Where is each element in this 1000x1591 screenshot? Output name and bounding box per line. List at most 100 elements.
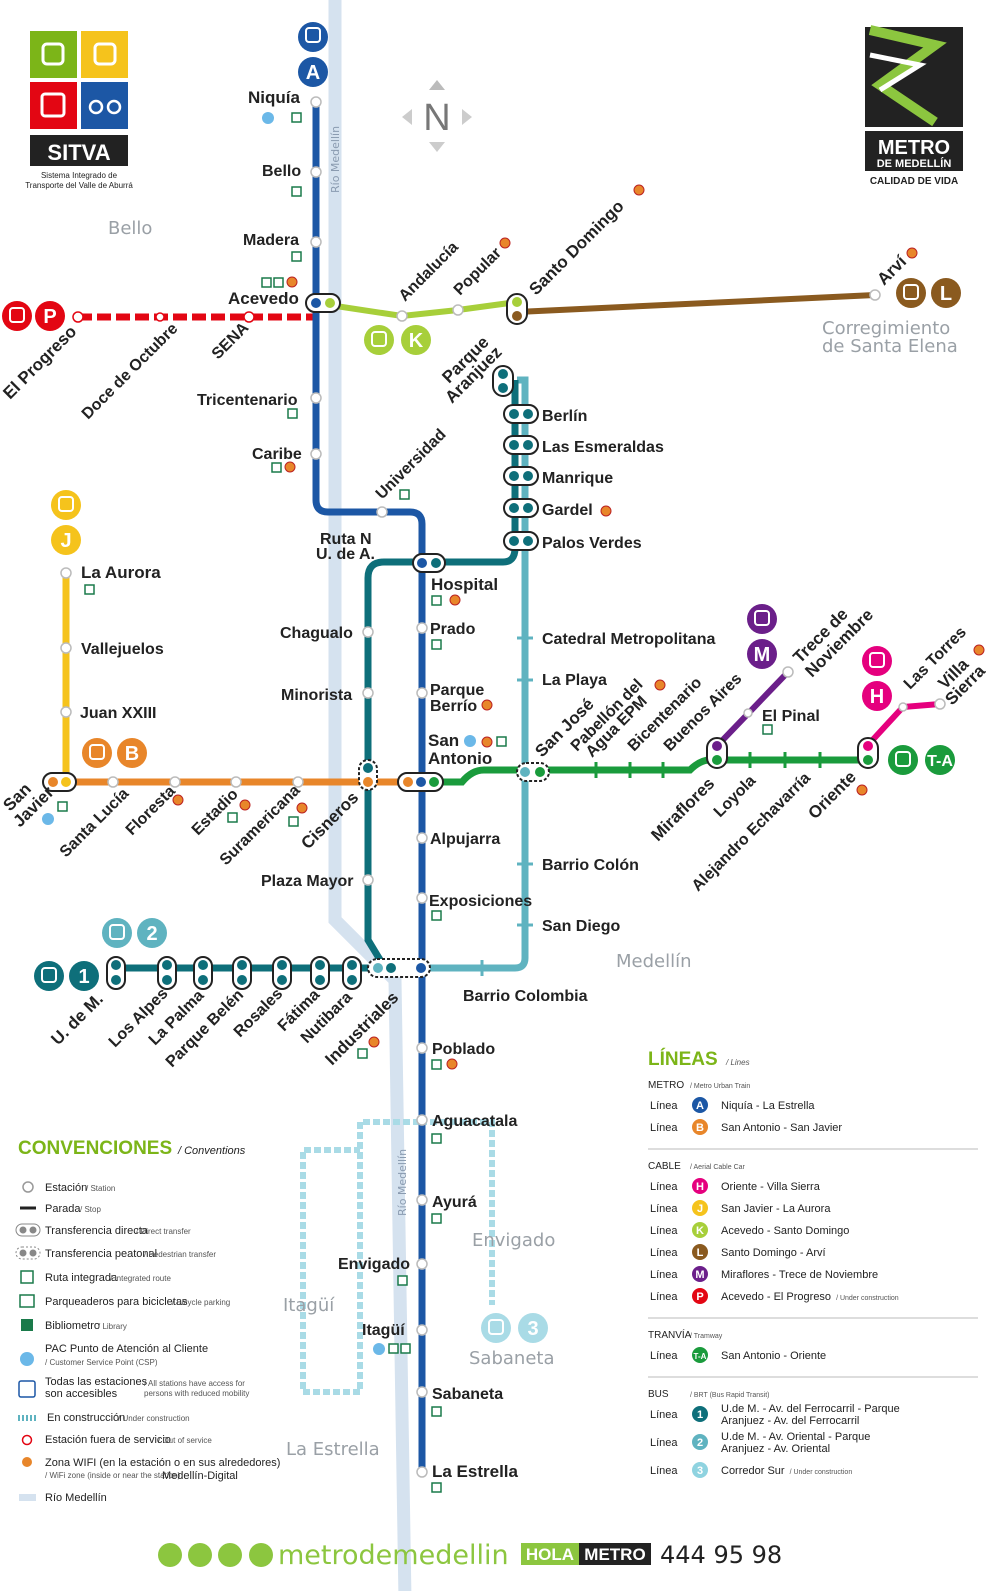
- conv-out-of-service: Estación fuera de servicio: [45, 1434, 171, 1446]
- conv-library: Bibliometro: [45, 1320, 100, 1332]
- station-el-pinal: El Pinal: [762, 708, 820, 725]
- legend-row-badge: [692, 1222, 708, 1238]
- legend-row-desc: San Antonio - San Javier: [721, 1122, 842, 1134]
- line-ta-route: [420, 756, 868, 786]
- station-andalucia: Andalucía: [396, 239, 462, 305]
- conv-pedestrian-transfer: Transferencia peatonal: [45, 1248, 157, 1260]
- station-san-antonio-1: San: [428, 731, 459, 750]
- legend-group-en: / Tramway: [690, 1333, 723, 1340]
- zone-santa-elena-2: de Santa Elena: [822, 336, 958, 357]
- station-sabaneta: Sabaneta: [432, 1386, 503, 1403]
- station-oriente: Oriente: [804, 767, 860, 823]
- conv-pedestrian-transfer-en: / Pedestrian transfer: [144, 1250, 216, 1259]
- conv-out-of-service-en: / Out of service: [158, 1436, 212, 1445]
- station-acevedo: Acevedo: [228, 289, 299, 308]
- station-plaza-mayor: Plaza Mayor: [261, 873, 353, 890]
- legend-row-desc: Corredor Sur: [721, 1465, 785, 1477]
- facebook-icon[interactable]: [218, 1543, 242, 1567]
- conv-integrated-route: Ruta integrada: [45, 1272, 118, 1284]
- station-juan-xxiii: Juan XXIII: [80, 705, 156, 722]
- badge-ta: T-A: [927, 753, 953, 770]
- legend-row-desc2: Aranjuez - Av. del Ferrocarril: [721, 1415, 859, 1427]
- badge-h: H: [870, 686, 884, 708]
- legend-row-word: Línea: [650, 1247, 678, 1259]
- lines-title-en: / Lines: [725, 1058, 750, 1067]
- badge-j: J: [60, 530, 71, 552]
- station-santa-lucia: Santa Lucía: [57, 785, 133, 861]
- line-l-route: [516, 292, 876, 315]
- zone-bello: Bello: [108, 218, 152, 239]
- legend-group-name: METRO: [648, 1080, 684, 1091]
- compass-icon: N: [402, 80, 472, 152]
- zone-itagui: Itagüí: [283, 1295, 335, 1316]
- station-bello: Bello: [262, 163, 301, 180]
- legend-row-desc: Acevedo - El Progreso: [721, 1291, 831, 1303]
- legend-row-badge: [692, 1462, 708, 1478]
- legend-row-word: Línea: [650, 1122, 678, 1134]
- sitva-logo: SITVA Sistema Integrado de Transporte de…: [25, 31, 133, 190]
- legend-row-badge: [692, 1244, 708, 1260]
- station-aguacatala: Aguacatala: [432, 1113, 517, 1130]
- badge-k: K: [409, 330, 424, 352]
- legend-row-desc: Niquía - La Estrella: [721, 1100, 815, 1112]
- station-niquia: Niquía: [248, 88, 300, 107]
- construction-ticks: [480, 636, 533, 976]
- conv-accessible-en: / All stations have access for: [144, 1379, 245, 1388]
- station-manrique: Manrique: [542, 470, 613, 487]
- badge-p: P: [43, 306, 56, 328]
- youtube-icon[interactable]: [188, 1543, 212, 1567]
- legend-row-word: Línea: [650, 1181, 678, 1193]
- station-dots: [60, 96, 946, 1478]
- station-la-estrella: La Estrella: [432, 1462, 519, 1481]
- legend-row-badge-label: 1: [697, 1409, 703, 1421]
- transfer-capsules: [42, 293, 879, 990]
- station-prado: Prado: [430, 621, 476, 638]
- station-caribe: Caribe: [252, 446, 302, 463]
- legend-group-name: TRANVÍA: [648, 1328, 692, 1341]
- legend-row-word: Línea: [650, 1350, 678, 1362]
- legend-row-badge-label: 3: [697, 1465, 703, 1477]
- metro-logo: METRO DE MEDELLÍN CALIDAD DE VIDA: [865, 25, 963, 187]
- conv-stop: Parada: [45, 1203, 81, 1215]
- legend-group-en: / Aerial Cable Car: [690, 1164, 746, 1171]
- station-exposiciones: Exposiciones: [429, 893, 532, 910]
- badge-m: M: [754, 644, 771, 666]
- river: Río Medellín Río Medellín: [328, 0, 412, 1591]
- legend-group-name: CABLE: [648, 1161, 681, 1172]
- station-santo-domingo: Santo Domingo: [525, 197, 627, 299]
- service-icons: [42, 112, 985, 1493]
- legend-row-badge-label: T-A: [694, 1352, 707, 1361]
- legend-row-note: / Under construction: [836, 1295, 899, 1302]
- conv-station: Estación: [45, 1182, 87, 1194]
- badge-bus3: 3: [527, 1318, 538, 1340]
- conv-stop-en: / Stop: [80, 1205, 101, 1214]
- tram-stops: [594, 752, 822, 778]
- conv-accessible-2: son accesibles: [45, 1388, 118, 1400]
- legend-row-desc: Oriente - Villa Sierra: [721, 1181, 821, 1193]
- badge-bus1: 1: [78, 966, 89, 988]
- legend-row-word: Línea: [650, 1291, 678, 1303]
- zone-sabaneta: Sabaneta: [469, 1348, 554, 1369]
- conventions-legend: CONVENCIONES / Conventions Estación / St…: [15, 1138, 280, 1504]
- footer-handle[interactable]: metrodemedellin: [278, 1540, 509, 1571]
- legend-row-word: Línea: [650, 1437, 678, 1449]
- river-label: Río Medellín: [396, 1149, 409, 1216]
- sitva-sub1: Sistema Integrado de: [41, 171, 118, 180]
- station-la-aurora: La Aurora: [81, 563, 161, 582]
- footer-phone[interactable]: 444 95 98: [660, 1541, 782, 1569]
- twitter-icon[interactable]: [158, 1543, 182, 1567]
- station-el-progreso: El Progreso: [0, 322, 80, 403]
- station-itagui: Itagüí: [362, 1322, 405, 1339]
- legend-row-badge-label: 2: [697, 1437, 703, 1449]
- conv-bicycle-en: / Bicycle parking: [172, 1298, 230, 1307]
- station-berlin: Berlín: [542, 408, 587, 425]
- station-hospital: Hospital: [431, 575, 498, 594]
- line-k-route: [315, 299, 518, 320]
- instagram-icon[interactable]: [249, 1543, 273, 1567]
- legend-group-en: / Metro Urban Train: [690, 1083, 750, 1090]
- conventions-title: CONVENCIONES: [18, 1138, 172, 1159]
- legend-group-name: BUS: [648, 1389, 669, 1400]
- legend-row-badge-label: B: [696, 1122, 704, 1134]
